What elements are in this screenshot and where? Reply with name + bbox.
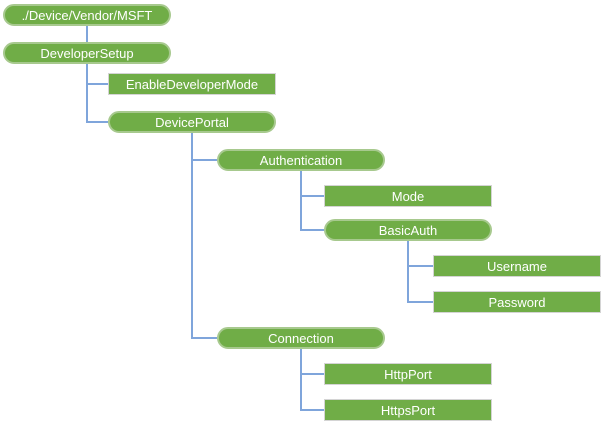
connector-line: [86, 83, 108, 85]
connector-line: [191, 133, 193, 339]
tree-node-label: HttpsPort: [380, 402, 436, 418]
connector-line: [300, 171, 302, 231]
connector-line: [300, 349, 302, 411]
tree-node-label: Mode: [391, 188, 425, 204]
tree-node-label: Authentication: [259, 152, 343, 168]
tree-node-label: Password: [488, 294, 546, 310]
tree-node-connection: Connection: [217, 327, 385, 349]
tree-node-label: ./Device/Vendor/MSFT: [21, 7, 153, 23]
tree-node-password: Password: [433, 291, 601, 313]
connector-line: [300, 373, 324, 375]
connector-line: [407, 301, 433, 303]
tree-node-label: HttpPort: [384, 366, 432, 382]
tree-node-http-port: HttpPort: [324, 363, 492, 385]
connector-line: [86, 26, 88, 42]
tree-node-label: Connection: [268, 330, 334, 346]
connector-line: [86, 64, 88, 123]
tree-node-root: ./Device/Vendor/MSFT: [3, 4, 171, 26]
connector-line: [300, 195, 324, 197]
tree-node-device-portal: DevicePortal: [108, 111, 276, 133]
tree-node-developer-setup: DeveloperSetup: [3, 42, 171, 64]
connector-line: [300, 409, 324, 411]
connector-line: [407, 265, 433, 267]
connector-line: [86, 121, 108, 123]
connector-line: [407, 241, 409, 303]
tree-node-label: EnableDeveloperMode: [125, 76, 259, 92]
tree-node-label: BasicAuth: [378, 222, 438, 238]
tree-node-basic-auth: BasicAuth: [324, 219, 492, 241]
connector-line: [191, 159, 217, 161]
tree-node-label: DeveloperSetup: [40, 45, 134, 61]
tree-node-label: DevicePortal: [155, 114, 229, 130]
tree-node-https-port: HttpsPort: [324, 399, 492, 421]
connector-line: [191, 337, 217, 339]
tree-node-label: Username: [487, 258, 547, 274]
connector-line: [300, 229, 324, 231]
tree-node-username: Username: [433, 255, 601, 277]
tree-node-authentication: Authentication: [217, 149, 385, 171]
tree-node-mode: Mode: [324, 185, 492, 207]
tree-node-enable-developer-mode: EnableDeveloperMode: [108, 73, 276, 95]
